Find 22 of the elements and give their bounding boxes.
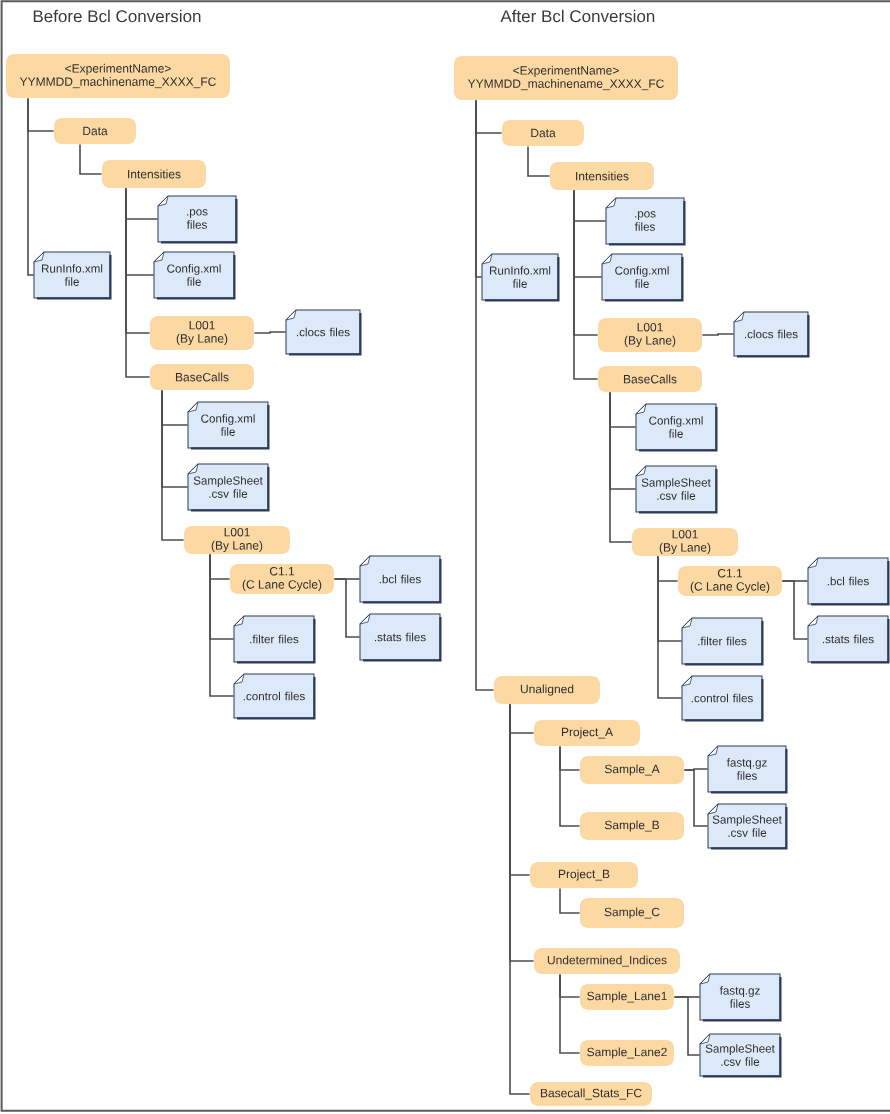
connector-line [673, 996, 701, 1056]
connector-line [475, 99, 495, 691]
connector-line [161, 389, 185, 541]
connector-line [509, 703, 531, 1095]
connector-line [609, 391, 633, 543]
connector-line [657, 555, 683, 699]
panel-title: After Bcl Conversion [500, 9, 655, 23]
connector-line [253, 331, 287, 334]
connector-line [683, 769, 709, 827]
connector-line [559, 745, 581, 827]
panel-title: Before Bcl Conversion [33, 9, 201, 23]
connector-line [125, 187, 151, 378]
connector-line [27, 97, 35, 276]
connector-line [573, 189, 599, 380]
connector-line [701, 333, 735, 336]
connector-line [559, 973, 581, 1054]
connector-line [333, 578, 361, 638]
connector-line [209, 553, 235, 697]
connector-line [559, 887, 581, 914]
connector-line [79, 143, 103, 175]
connector-line [527, 145, 551, 177]
connector-line [781, 580, 809, 640]
